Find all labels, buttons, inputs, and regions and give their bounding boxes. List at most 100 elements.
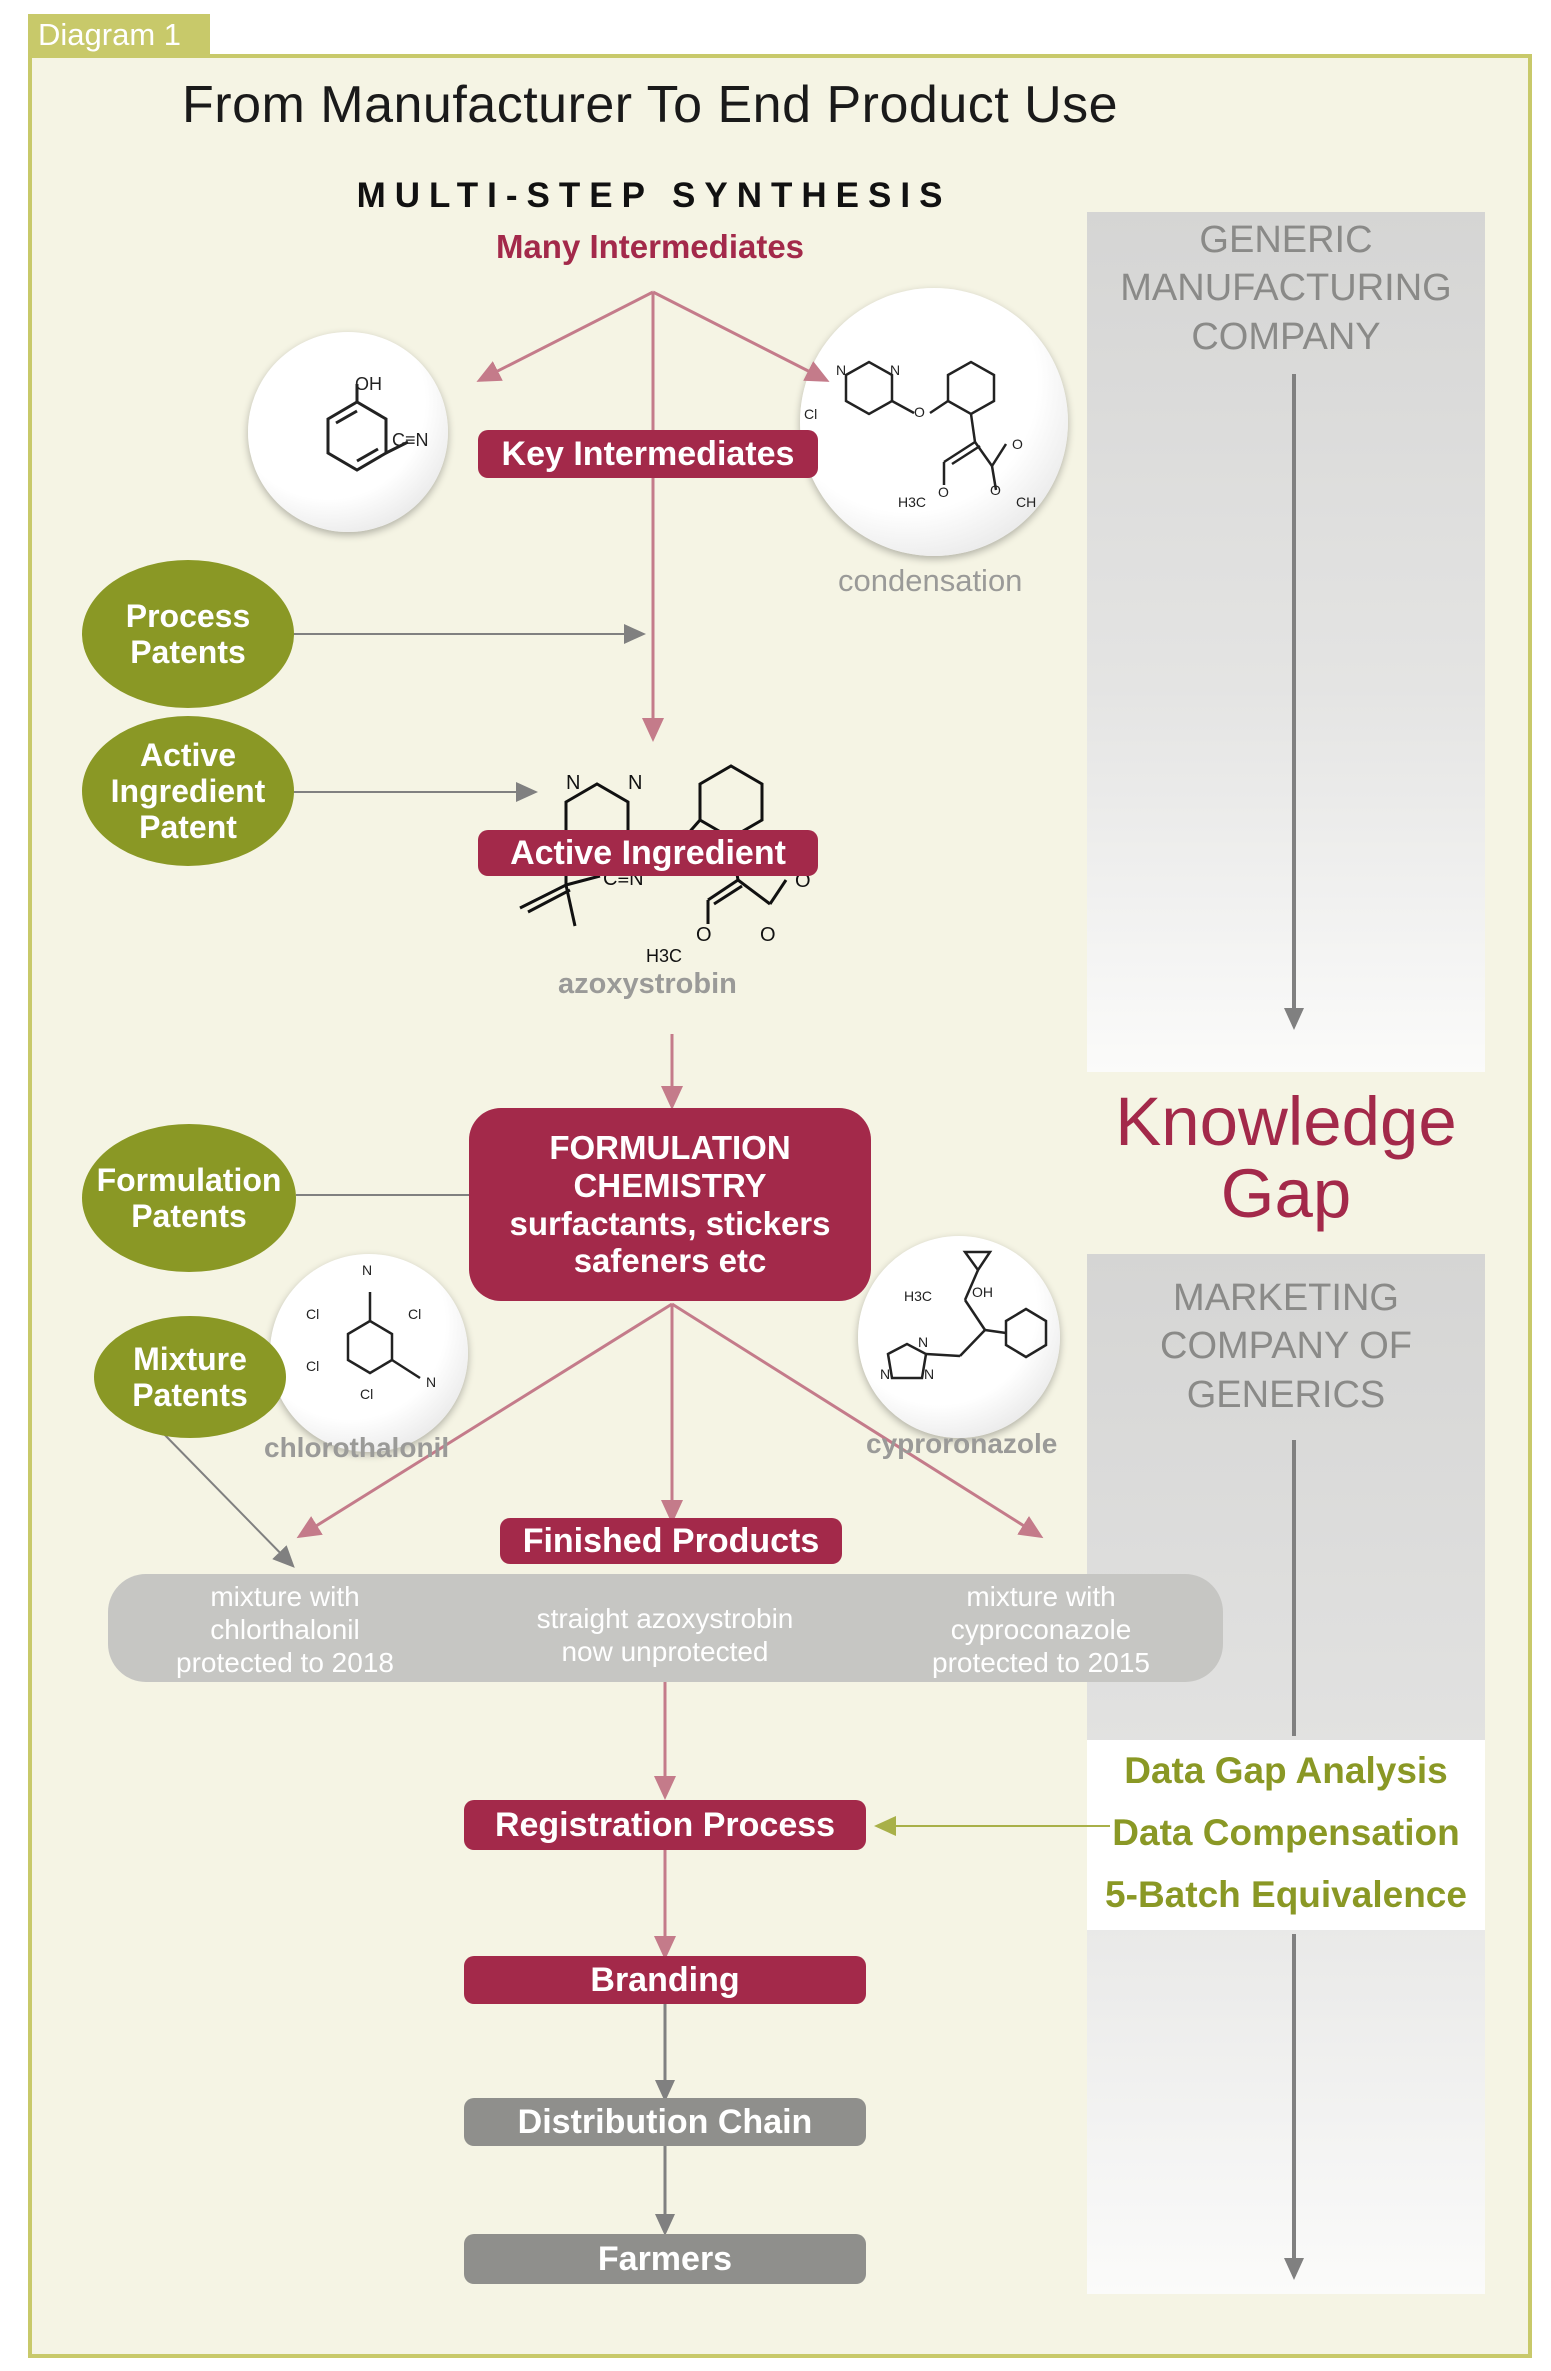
synthesis-heading: MULTI-STEP SYNTHESIS: [356, 176, 952, 215]
arrow-mixture-patents: [159, 1429, 295, 1568]
formulation-line-3: surfactants, stickers: [509, 1204, 831, 1242]
formulation-line-4: safeners etc: [573, 1242, 767, 1280]
int2-atom-n2: N: [890, 362, 901, 378]
process-patents-line-1: Process: [125, 597, 251, 634]
phenol-structure: [326, 384, 409, 472]
intermediate-molecule-circle: [800, 288, 1068, 556]
product-straight-azoxystrobin: straight azoxystrobin now unprotected: [498, 1602, 832, 1668]
marketing-line-3: GENERICS: [1186, 1373, 1386, 1416]
chloro-atom-n1: N: [362, 1262, 373, 1278]
generic-line-1: GENERIC: [1199, 219, 1373, 261]
diagram-title: From Manufacturer To End Product Use: [182, 76, 1119, 134]
diagram-tag: Diagram 1: [28, 14, 210, 56]
knowledge-gap-label: Knowledge Gap: [1087, 1083, 1485, 1233]
formulation-line-1: FORMULATION: [549, 1128, 791, 1166]
int2-atom-o2: O: [1012, 436, 1023, 452]
int2-atom-n1: N: [836, 362, 847, 378]
mixture-patents-line-2: Patents: [132, 1377, 248, 1413]
formulation-chemistry-box: FORMULATION CHEMISTRY surfactants, stick…: [469, 1108, 871, 1301]
chloro-atom-cl4: Cl: [360, 1386, 374, 1402]
cyproconazole-caption: cyproronazole: [866, 1428, 1058, 1459]
cypro-oh: OH: [972, 1284, 993, 1300]
formulation-patents-line-1: Formulation: [96, 1161, 282, 1198]
arrow-to-cyproconazole-product: [671, 1302, 1044, 1539]
azoxy-atom-n2: N: [628, 772, 643, 794]
product-3-line-3: protected to 2015: [932, 1647, 1150, 1679]
int2-h3c: H3C: [898, 494, 927, 510]
finished-products-band: [108, 1574, 1223, 1682]
process-patents-line-2: Patents: [130, 634, 246, 670]
data-gap-analysis: Data Gap Analysis: [1124, 1750, 1448, 1791]
int2-atom-o3: O: [938, 484, 949, 500]
cyproconazole-molecule-circle: [858, 1236, 1060, 1438]
chloro-atom-cl3: Cl: [306, 1358, 320, 1374]
azoxy-atom-n1: N: [566, 772, 581, 794]
knowledge-gap-line-1: Knowledge: [1115, 1083, 1457, 1160]
generic-line-2: MANUFACTURING: [1120, 267, 1452, 310]
cypro-atom-n1: N: [918, 1334, 929, 1350]
chlorothalonil-molecule-circle: [270, 1254, 468, 1452]
active-ingredient-label: Active Ingredient: [478, 830, 818, 876]
product-1-line-3: protected to 2018: [176, 1647, 394, 1679]
chloro-atom-cl1: Cl: [306, 1306, 320, 1322]
phenol-molecule-circle: [248, 332, 448, 532]
mixture-patents-oval: Mixture Patents: [94, 1316, 286, 1438]
cyproconazole-structure: [886, 1250, 1048, 1380]
azoxy-atom-o4: O: [696, 924, 712, 946]
int2-ch: CH: [1016, 494, 1037, 510]
data-requirements-list: Data Gap Analysis Data Compensation 5-Ba…: [1087, 1740, 1485, 1930]
intermediate-structure: [844, 360, 1008, 491]
active-patent-line-3: Patent: [139, 809, 237, 846]
azoxystrobin-caption: azoxystrobin: [558, 968, 737, 1000]
registration-process-label: Registration Process: [464, 1800, 866, 1850]
azoxy-h3c: H3C: [646, 946, 683, 966]
product-1-line-2: chlorthalonil: [210, 1614, 360, 1646]
knowledge-gap-line-2: Gap: [1220, 1155, 1352, 1233]
chlorothalonil-caption: chlorothalonil: [264, 1432, 450, 1463]
int2-atom-o1: O: [914, 404, 925, 420]
product-2-line-2: now unprotected: [561, 1636, 769, 1668]
product-1-line-1: mixture with: [210, 1581, 360, 1612]
generic-manufacturer-panel: [1087, 212, 1485, 1072]
int2-atom-o4: O: [990, 482, 1001, 498]
marketing-line-2: COMPANY OF: [1160, 1325, 1412, 1368]
chloro-atom-cl2: Cl: [408, 1306, 422, 1322]
marketing-company-label: MARKETING COMPANY OF GENERICS: [1087, 1274, 1485, 1419]
product-3-line-1: mixture with: [966, 1581, 1116, 1612]
arrow-to-mixture-product: [296, 1302, 673, 1539]
phenol-oh-label: OH: [355, 374, 382, 394]
condensation-caption: condensation: [838, 563, 1023, 598]
distribution-chain-label: Distribution Chain: [464, 2098, 866, 2146]
arrow-to-intermediate: [652, 290, 830, 382]
phenol-cn-label: C≡N: [392, 430, 429, 450]
marketing-line-1: MARKETING: [1173, 1277, 1399, 1319]
key-intermediates-label: Key Intermediates: [478, 430, 818, 478]
generic-manufacturer-label: GENERIC MANUFACTURING COMPANY: [1087, 216, 1485, 361]
synthesis-subheading: Many Intermediates: [495, 228, 805, 265]
product-mixture-cyproconazole: mixture with cyproconazole protected to …: [896, 1580, 1186, 1679]
product-mixture-chlorothalonil: mixture with chlorthalonil protected to …: [140, 1580, 430, 1679]
branding-label: Branding: [464, 1956, 866, 2004]
chlorothalonil-structure: [346, 1292, 421, 1380]
cypro-atom-n3: N: [924, 1366, 935, 1382]
process-patents-oval: Process Patents: [82, 560, 294, 708]
cypro-h3c: H3C: [904, 1288, 933, 1304]
active-ingredient-patent-oval: Active Ingredient Patent: [82, 716, 294, 866]
cypro-atom-n2: N: [880, 1366, 891, 1382]
formulation-patents-oval: Formulation Patents: [82, 1124, 296, 1272]
chloro-atom-n2: N: [426, 1374, 437, 1390]
farmers-label: Farmers: [464, 2234, 866, 2284]
active-patent-line-1: Active: [139, 736, 237, 773]
data-compensation: Data Compensation: [1112, 1812, 1460, 1853]
product-2-line-1: straight azoxystrobin: [536, 1603, 794, 1634]
product-3-line-2: cyproconazole: [950, 1614, 1132, 1646]
formulation-line-2: CHEMISTRY: [573, 1166, 767, 1204]
int2-atom-cl: Cl: [804, 406, 818, 422]
mixture-patents-line-1: Mixture: [133, 1340, 247, 1377]
batch-equivalence: 5-Batch Equivalence: [1105, 1874, 1467, 1915]
generic-line-3: COMPANY: [1191, 315, 1381, 358]
finished-products-label: Finished Products: [500, 1518, 842, 1564]
active-patent-line-2: Ingredient: [110, 772, 266, 809]
